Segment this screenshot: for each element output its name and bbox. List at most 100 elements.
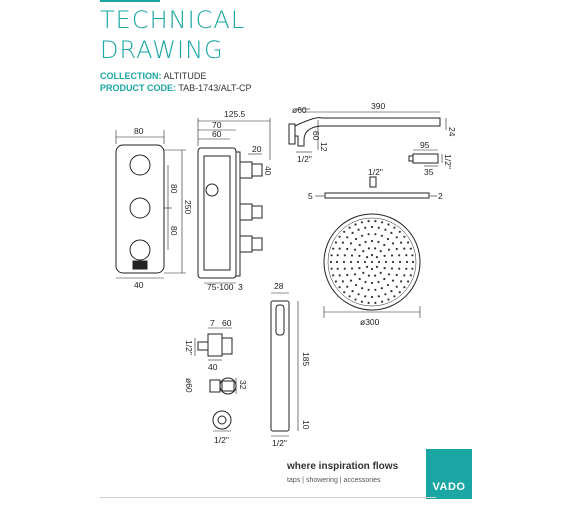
nozzle-dot: [351, 231, 354, 234]
nozzle-dot: [383, 267, 386, 270]
dim-head-diameter: ø300: [360, 317, 380, 327]
dim-arm-length: 390: [371, 101, 385, 111]
nozzle-dot: [403, 274, 406, 277]
nozzle-dot: [360, 221, 363, 224]
dim-arm-flange: ø60: [292, 105, 307, 115]
nozzle-dot: [395, 285, 398, 288]
nozzle-dot: [377, 240, 380, 244]
shower-head: [315, 176, 437, 318]
nozzle-dot: [358, 277, 361, 281]
nozzle-dot: [348, 295, 351, 298]
nozzle-dot: [350, 267, 354, 270]
nozzle-dot: [341, 280, 344, 283]
nozzle-dot: [374, 301, 377, 304]
nozzle-dot: [367, 274, 370, 277]
nozzle-dot: [330, 254, 333, 257]
product-code-value: TAB-1743/ALT-CP: [178, 83, 252, 93]
dim-arm-thread: 1/2": [297, 154, 312, 164]
nozzle-dot: [350, 254, 354, 257]
nozzle-dot: [356, 260, 360, 264]
nozzle-dot: [398, 230, 401, 233]
nozzle-dot: [381, 221, 384, 224]
nozzle-dot: [336, 254, 339, 257]
dim-valve-depth-20: 20: [252, 144, 262, 154]
nozzle-dot: [370, 281, 374, 285]
nozzle-dot: [374, 247, 377, 250]
product-code-row: PRODUCT CODE: TAB-1743/ALT-CP: [100, 82, 252, 94]
dim-handset-width: 28: [274, 281, 284, 291]
nozzle-dot: [395, 273, 398, 277]
dim-valve-spacing-1: 80: [169, 184, 179, 194]
collection-value: ALTITUDE: [163, 71, 207, 81]
nozzle-dot: [366, 265, 369, 268]
nozzle-dot: [343, 230, 346, 233]
nozzle-dot: [387, 223, 390, 226]
nozzle-dot: [377, 226, 380, 229]
nozzle-dot: [346, 247, 349, 251]
nozzle-dot: [370, 253, 374, 257]
nozzle-dot: [330, 267, 333, 270]
valve-front-view: [115, 130, 186, 279]
nozzle-dot: [393, 226, 396, 229]
nozzle-dot: [329, 260, 333, 264]
dim-handset-length: 185: [301, 352, 311, 366]
dim-valve-depth-total: 125.5: [224, 109, 246, 119]
dim-nozzle-thread: 1/2": [443, 154, 453, 169]
nozzle-dot: [370, 225, 374, 229]
dim-valve-depth-60: 60: [212, 129, 222, 139]
nozzle-dot: [398, 291, 401, 294]
nozzle-dot: [387, 273, 391, 276]
nozzle-dot: [355, 237, 358, 241]
nozzle-dot: [332, 274, 335, 277]
nozzle-dot: [407, 241, 410, 244]
nozzle-dot: [409, 274, 412, 277]
nozzle-dot: [362, 271, 365, 274]
dim-holder-32: 32: [238, 380, 248, 390]
nozzle-dot: [398, 254, 401, 257]
nozzle-dot: [384, 228, 387, 231]
nozzle-dot: [386, 237, 389, 241]
nozzle-dot: [355, 283, 358, 287]
nozzle-dot: [343, 254, 346, 257]
nozzle-dot: [390, 254, 394, 257]
nozzle-dot: [374, 220, 377, 223]
nozzle-dot: [374, 288, 377, 291]
dim-valve-depth-70: 70: [212, 120, 222, 130]
technical-drawing: 80 80 80 250 40 125.5 70 60 20 40 75-100…: [115, 101, 457, 448]
nozzle-dot: [358, 267, 361, 270]
nozzle-dot: [384, 293, 387, 296]
wall-elbow: [212, 410, 232, 432]
dim-valve-depth-range: 75-100: [207, 282, 234, 292]
vado-logo: VADO: [426, 449, 472, 499]
nozzle-dot: [403, 286, 406, 289]
nozzle-dot: [370, 260, 374, 264]
nozzle-dot: [361, 287, 364, 290]
nozzle-dot: [358, 243, 361, 247]
nozzle-dot: [346, 285, 349, 288]
nozzle-dot: [357, 228, 360, 231]
nozzle-dot: [354, 298, 357, 301]
nozzle-dot: [354, 223, 357, 226]
nozzle-dot: [351, 290, 354, 293]
nozzle-dot: [409, 247, 412, 250]
nozzle-dot: [364, 226, 367, 229]
nozzle-dot: [358, 254, 361, 257]
nozzle-dot: [361, 234, 364, 237]
nozzle-dot: [390, 231, 393, 234]
nozzle-dot: [395, 236, 398, 239]
nozzle-dot: [400, 241, 403, 244]
nozzle-dot: [370, 295, 374, 299]
dim-nozzle-depth: 35: [424, 167, 434, 177]
nozzle-dot: [363, 260, 367, 264]
nozzle-dot: [349, 260, 353, 264]
title-line-1: TECHNICAL: [100, 6, 246, 34]
nozzle-dot: [348, 226, 351, 229]
dim-head-thread: 1/2": [368, 167, 383, 177]
nozzle-dot: [346, 236, 349, 239]
nozzle-dot: [346, 273, 349, 277]
dim-arm-side: 60: [311, 131, 321, 141]
dim-outlet-thread: 1/2": [184, 340, 194, 355]
nozzle-dot: [383, 254, 386, 257]
dim-arm-offset: 12: [319, 142, 329, 152]
dim-nozzle-length: 95: [420, 140, 430, 150]
